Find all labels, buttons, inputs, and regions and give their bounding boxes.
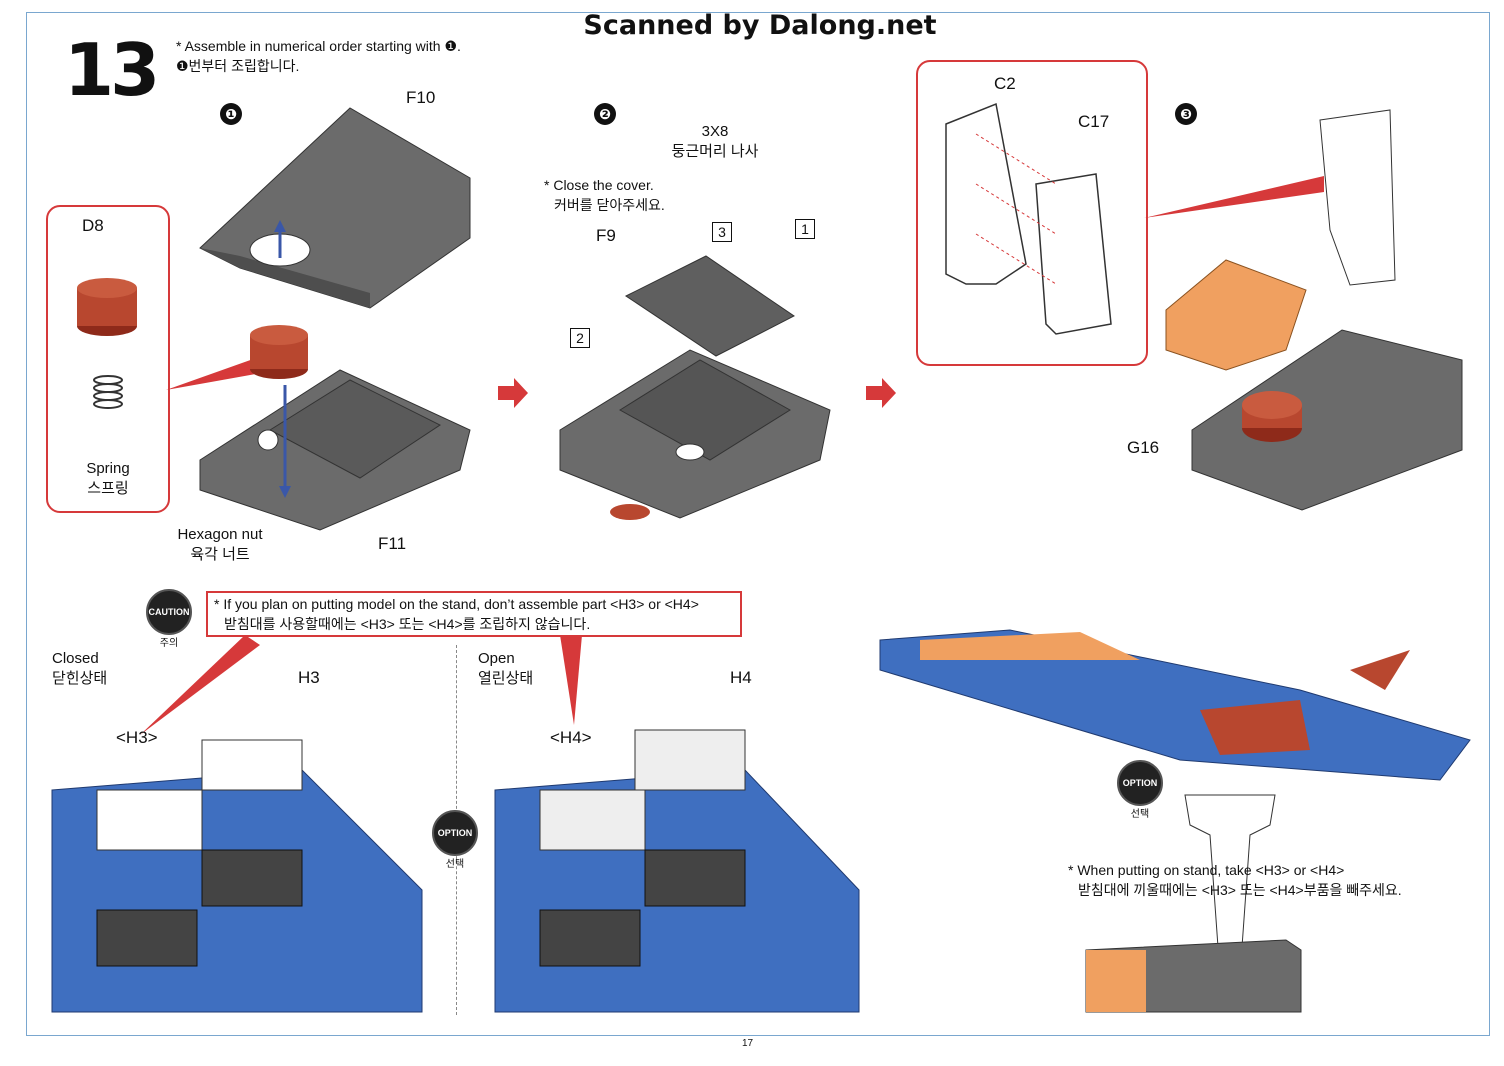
cap-in-assembly bbox=[250, 325, 308, 379]
hex-nut-label-ko: 육각 너트 bbox=[190, 546, 250, 563]
open-state-label: Open 열린상태 bbox=[478, 650, 533, 688]
page-number: 17 bbox=[742, 1038, 754, 1049]
stand-arm-parts bbox=[945, 102, 1112, 335]
hex-nut-label-en: Hexagon nut bbox=[177, 526, 263, 543]
part-f10-illustration bbox=[199, 107, 471, 309]
spring-illustration bbox=[93, 375, 123, 409]
open-engine-illustration bbox=[494, 729, 860, 1013]
part-label-f11: F11 bbox=[378, 534, 407, 553]
screw-type-ko: 둥근머리 나사 bbox=[671, 143, 759, 160]
caution-pointer-left bbox=[140, 635, 260, 735]
option-badge-right: OPTION bbox=[1117, 760, 1163, 806]
stand-note-en: * When putting on stand, take <H3> or <H… bbox=[1068, 862, 1345, 878]
base-assembly-illustration bbox=[559, 349, 831, 520]
page-frame bbox=[26, 12, 1490, 1036]
step-instruction: * Assemble in numerical order starting w… bbox=[176, 36, 461, 76]
caution-note-box: * If you plan on putting model on the st… bbox=[206, 591, 742, 637]
cap-d8-illustration bbox=[77, 278, 137, 336]
part-g16-box bbox=[1165, 259, 1307, 371]
substep-3-marker: ❸ bbox=[1175, 103, 1197, 125]
stand-base-illustration bbox=[1191, 329, 1463, 511]
part-label-h3: H3 bbox=[298, 668, 320, 687]
spring-label: Spring 스프링 bbox=[83, 460, 133, 498]
callout-pointer-spring bbox=[166, 358, 256, 390]
seq-marker-2: 2 bbox=[570, 328, 590, 348]
substep-1-marker: ❶ bbox=[220, 103, 242, 125]
close-cover-ko: 커버를 닫아주세요. bbox=[554, 197, 665, 213]
arrow-right-2 bbox=[866, 378, 896, 408]
part-label-c17: C17 bbox=[1078, 112, 1110, 131]
detail-box-stand bbox=[916, 60, 1148, 366]
callout-pointer-stand bbox=[1144, 176, 1324, 218]
option-badge-middle: OPTION bbox=[432, 810, 478, 856]
part-label-f9: F9 bbox=[596, 226, 616, 245]
seq-2: 2 bbox=[570, 328, 590, 348]
seq-marker-3: 3 bbox=[712, 222, 732, 242]
closed-ko: 닫힌상태 bbox=[52, 670, 108, 687]
open-ko: 열린상태 bbox=[478, 670, 534, 687]
close-cover-en: * Close the cover. bbox=[544, 177, 654, 193]
part-label-g16: G16 bbox=[1127, 438, 1160, 457]
screw-label: 3X8 둥근머리 나사 bbox=[668, 123, 762, 161]
caution-badge-ko: 주의 bbox=[159, 638, 179, 649]
stand-note: * When putting on stand, take <H3> or <H… bbox=[1068, 860, 1402, 900]
detail-box-spring bbox=[46, 205, 170, 513]
part-label-f10: F10 bbox=[406, 88, 436, 107]
seq-3: 3 bbox=[712, 222, 732, 242]
caution-badge: CAUTION bbox=[146, 589, 192, 635]
part-f11-illustration bbox=[199, 369, 471, 531]
part-tag-h4: <H4> bbox=[550, 728, 592, 747]
part-tag-h3: <H3> bbox=[116, 728, 158, 747]
caution-text-en: * If you plan on putting model on the st… bbox=[214, 596, 699, 612]
stand-arm-assembled bbox=[1319, 109, 1396, 286]
step-number: 13 bbox=[64, 28, 160, 112]
part-label-c2: C2 bbox=[994, 74, 1016, 93]
closed-engine-illustration bbox=[51, 739, 423, 1013]
option-badge-middle-ko: 선택 bbox=[445, 859, 465, 870]
stand-note-ko: 받침대에 끼울때에는 <H3> 또는 <H4>부품을 빼주세요. bbox=[1078, 882, 1402, 898]
closed-state-label: Closed 닫힌상태 bbox=[52, 650, 107, 688]
seq-marker-1: 1 bbox=[795, 219, 815, 239]
spring-label-ko: 스프링 bbox=[87, 480, 129, 497]
watermark: Scanned by Dalong.net bbox=[583, 10, 937, 41]
instruction-ko: ❶번부터 조립합니다. bbox=[176, 58, 300, 74]
spring-label-en: Spring bbox=[86, 460, 130, 477]
seq-1: 1 bbox=[795, 219, 815, 239]
close-cover-note: * Close the cover. 커버를 닫아주세요. bbox=[544, 175, 665, 215]
screw-size: 3X8 bbox=[701, 123, 729, 140]
open-en: Open bbox=[478, 650, 515, 667]
hex-nut-label: Hexagon nut 육각 너트 bbox=[170, 526, 270, 564]
arrow-right-1 bbox=[498, 378, 528, 408]
option-badge-right-ko: 선택 bbox=[1130, 809, 1150, 820]
substep-2-marker: ❷ bbox=[594, 103, 616, 125]
part-f9-cover bbox=[625, 255, 795, 357]
instruction-en: * Assemble in numerical order starting w… bbox=[176, 38, 461, 54]
caution-text-ko: 받침대를 사용할때에는 <H3> 또는 <H4>를 조립하지 않습니다. bbox=[224, 616, 591, 632]
closed-en: Closed bbox=[52, 650, 99, 667]
part-label-d8: D8 bbox=[82, 216, 104, 235]
part-label-h4: H4 bbox=[730, 668, 752, 687]
ship-illustration bbox=[879, 629, 1471, 781]
stand-base-bottom bbox=[1085, 939, 1302, 1013]
caution-pointer-right bbox=[560, 635, 582, 725]
